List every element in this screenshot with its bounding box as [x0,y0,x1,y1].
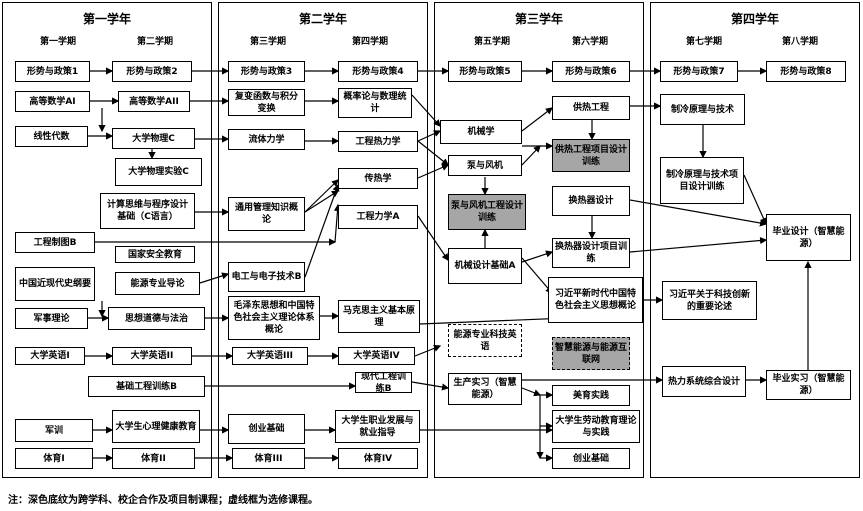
course-node: 国家安全教育 [115,246,195,263]
course-node: 大学生心理健康教育 [112,410,200,443]
course-node: 高等数学AII [118,91,190,112]
course-node: 工程力学A [338,205,418,229]
course-node: 大学生劳动教育理论与实践 [552,410,640,443]
course-node: 军训 [15,419,93,442]
course-node: 线性代数 [15,126,88,147]
course-node: 大学英语I [15,347,85,365]
semester-title-4: 第四学期 [351,37,388,47]
course-node-project-elective: 智慧能源与能源互联网 [552,337,630,370]
course-node: 概率论与数理统计 [338,88,412,118]
course-node: 毛泽东思想和中国特色社会主义理论体系概论 [228,296,320,340]
course-node: 生产实习（智慧能源） [448,373,522,405]
course-node: 换热器设计项目训练 [552,238,630,268]
year-panel-2 [218,2,428,478]
course-node: 创业基础 [552,448,630,469]
course-node: 通用管理知识概论 [228,197,305,231]
course-node: 大学物理C [112,128,195,149]
course-node: 热力系统综合设计 [662,366,746,397]
course-node: 形势与政策3 [228,61,305,82]
course-node: 复变函数与积分变换 [228,89,305,116]
semester-title-8: 第八学期 [781,37,818,47]
course-node-project: 泵与风机工程设计训练 [448,194,526,230]
semester-title-7: 第七学期 [685,37,722,47]
semester-title-3: 第三学期 [249,37,286,47]
course-node: 中国近现代史纲要 [15,267,95,301]
semester-title-6: 第六学期 [571,37,608,47]
course-node: 形势与政策1 [15,61,90,82]
course-node: 形势与政策7 [660,61,738,82]
course-node: 体育IV [338,448,418,469]
course-node: 大学英语II [112,347,192,365]
course-node: 美育实践 [552,385,630,406]
course-node: 思想道德与法治 [108,307,205,330]
course-node: 能源专业导论 [115,272,200,295]
course-node: 习近平新时代中国特色社会主义思想概论 [548,277,643,323]
course-node: 现代工程训练B [355,372,412,393]
course-node: 传热学 [338,168,418,189]
course-node: 换热器设计 [552,186,630,216]
course-node: 机械学 [440,120,522,144]
course-node: 形势与政策8 [766,61,846,82]
course-node: 体育II [112,448,195,469]
course-node: 大学物理实验C [115,158,202,186]
year-title-3: 第三学年 [514,12,563,26]
course-node: 毕业设计（智慧能源） [766,214,851,261]
semester-title-5: 第五学期 [473,37,510,47]
course-node: 毕业实习（智慧能源） [766,370,851,400]
course-node: 供热工程 [552,96,630,120]
course-node: 计算思维与程序设计基础（C语言） [100,193,195,229]
course-node: 机械设计基础A [448,248,522,284]
year-title-2: 第二学年 [298,12,347,26]
course-node: 大学生职业发展与就业指导 [335,410,420,443]
course-node: 习近平关于科技创新的重要论述 [662,281,757,320]
course-node-project: 供热工程项目设计训练 [552,139,630,172]
course-node: 形势与政策2 [112,61,192,82]
course-node: 泵与风机 [448,155,522,176]
course-node: 体育I [15,448,93,469]
year-title-4: 第四学年 [730,12,779,26]
semester-title-2: 第二学期 [136,37,173,47]
course-node: 制冷原理与技术项目设计训练 [660,157,744,204]
course-node: 军事理论 [15,308,88,329]
course-node: 高等数学AI [15,91,90,112]
course-node: 制冷原理与技术 [660,94,745,125]
course-node: 形势与政策4 [338,61,418,82]
course-node: 形势与政策5 [448,61,522,82]
course-node: 创业基础 [228,414,305,444]
year-panel-4 [650,2,860,478]
course-node: 马克思主义基本原理 [338,300,420,333]
semester-title-1: 第一学期 [39,37,76,47]
course-node: 工程制图B [15,232,95,253]
footnote: 注：深色底纹为跨学科、校企合作及项目制课程；虚线框为选修课程。 [8,495,318,506]
course-node: 流体力学 [228,129,305,150]
course-node: 形势与政策6 [552,61,630,82]
course-node: 体育III [232,448,305,469]
course-node: 工程热力学 [338,131,418,152]
course-node: 电工与电子技术B [228,262,305,292]
year-panel-1 [2,2,212,478]
course-node: 大学英语IV [338,347,415,365]
course-node: 大学英语III [232,347,308,365]
year-title-1: 第一学年 [82,12,131,26]
course-node-elective: 能源专业科技英语 [448,324,522,357]
course-node: 基础工程训练B [88,376,205,397]
